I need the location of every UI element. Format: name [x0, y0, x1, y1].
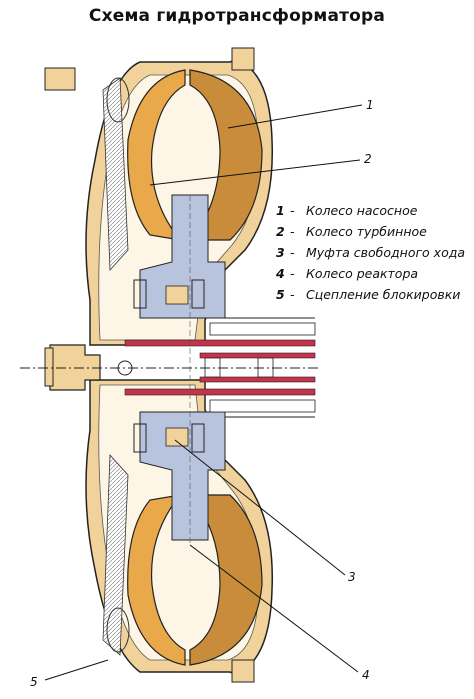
legend-num: 4 — [276, 266, 285, 281]
shaft-inner-bottom — [199, 376, 316, 383]
legend-label: Колесо реактора — [306, 266, 419, 281]
legend-item-1: 1-Колесо насосное — [276, 203, 417, 218]
leader-2 — [149, 159, 361, 186]
pump-wheel-lower — [188, 494, 263, 666]
leader-3 — [174, 439, 346, 576]
shaft-outer-bottom — [124, 388, 316, 396]
leader-4 — [189, 544, 359, 673]
freewheel-upper — [165, 285, 189, 305]
pump-wheel-upper — [188, 69, 263, 241]
leader-5 — [44, 659, 109, 681]
bolt-top-left — [44, 67, 76, 91]
turbine-wheel-upper — [127, 69, 186, 241]
leader-1 — [227, 104, 363, 129]
bolt-top-right — [231, 47, 255, 71]
legend-item-4: 4-Колесо реактора — [276, 266, 418, 281]
callout-5: 5 — [30, 675, 38, 689]
lockup-clutch-lower — [102, 453, 129, 656]
legend-label: Колесо насосное — [306, 203, 418, 218]
shaft-outer-top — [124, 339, 316, 347]
legend-sep: - — [290, 203, 295, 218]
callout-2: 2 — [364, 152, 372, 166]
legend-label: Колесо турбинное — [306, 224, 427, 239]
callout-3: 3 — [348, 570, 356, 584]
callout-4: 4 — [362, 668, 370, 682]
legend-label: Сцепление блокировки — [306, 287, 461, 302]
legend-num: 5 — [276, 287, 285, 302]
turbine-wheel-lower — [127, 494, 186, 666]
legend-sep: - — [290, 245, 295, 260]
legend-num: 2 — [276, 224, 285, 239]
legend-item-5: 5-Сцепление блокировки — [276, 287, 460, 302]
bolt-bottom-right — [231, 659, 255, 683]
legend-sep: - — [290, 287, 295, 302]
legend-item-3: 3-Муфта свободного хода — [276, 245, 465, 260]
legend-num: 3 — [276, 245, 285, 260]
callout-1: 1 — [366, 98, 374, 112]
diagram-title: Схема гидротрансформатора — [88, 6, 386, 26]
legend-num: 1 — [276, 203, 285, 218]
legend-sep: - — [290, 224, 295, 239]
shaft-inner-top — [199, 352, 316, 359]
lockup-clutch-upper — [102, 77, 129, 271]
freewheel-lower — [165, 427, 189, 447]
legend-label: Муфта свободного хода — [306, 245, 466, 260]
legend-item-2: 2-Колесо турбинное — [276, 224, 427, 239]
legend-sep: - — [290, 266, 295, 281]
